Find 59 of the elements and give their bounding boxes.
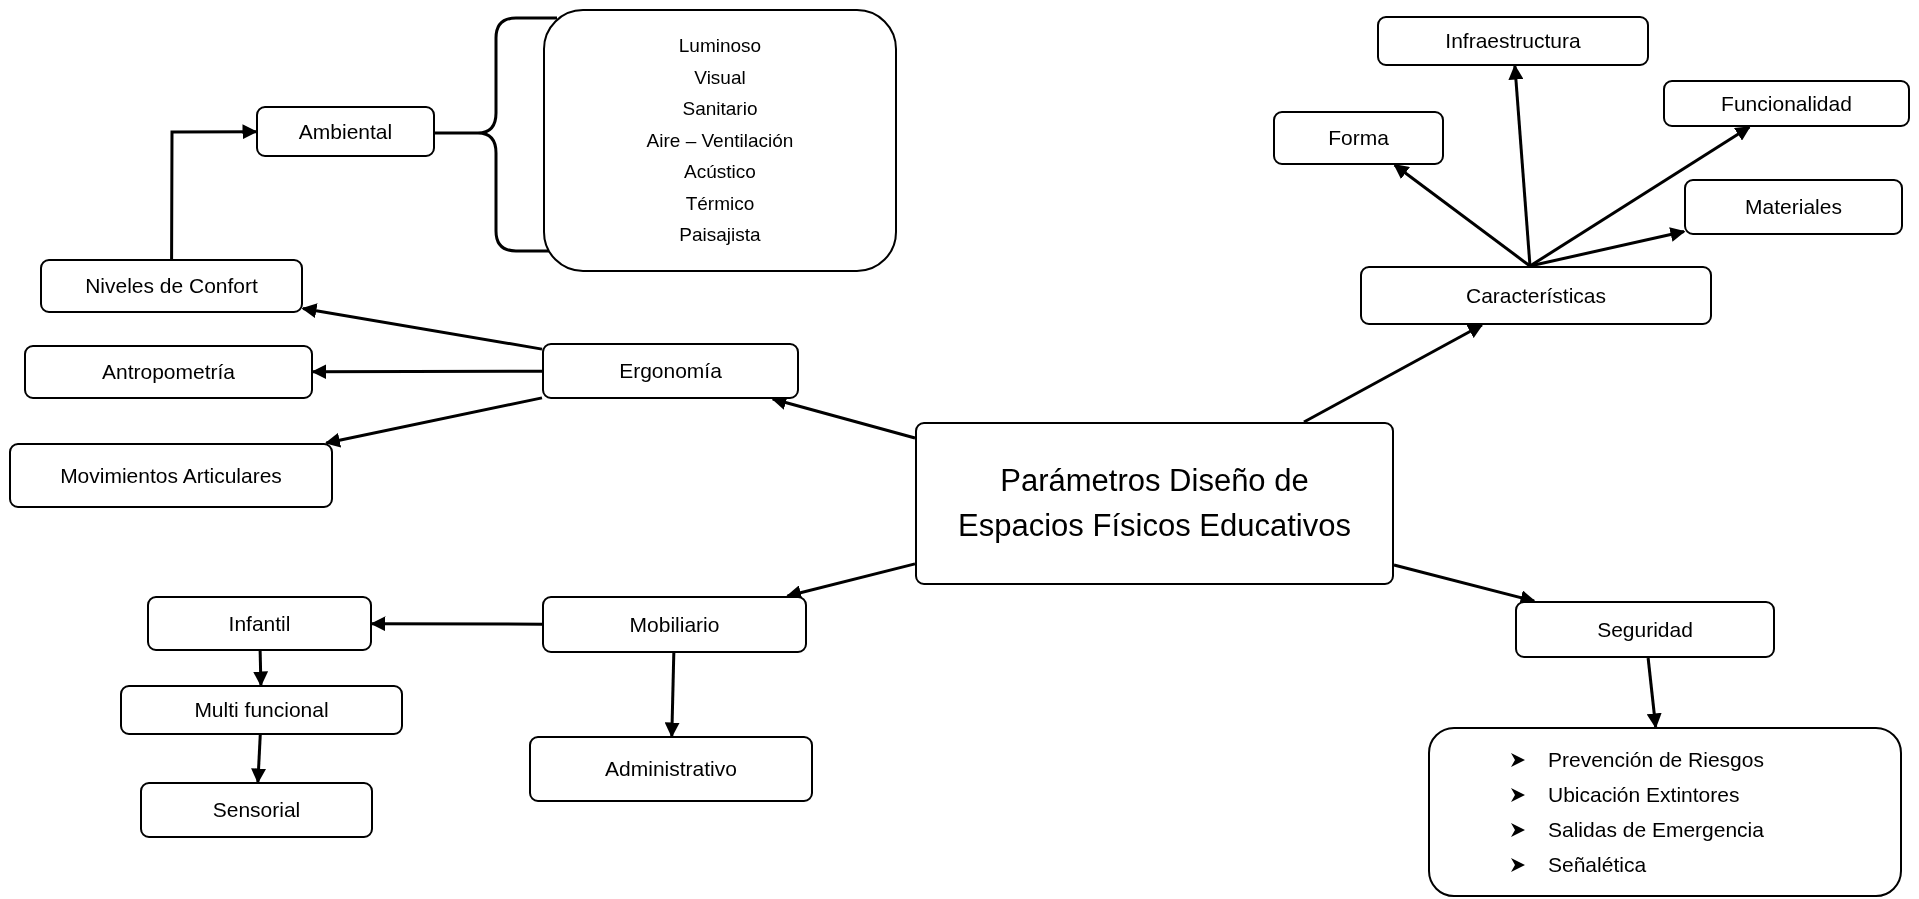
arrow	[664, 652, 680, 738]
list-box	[1428, 727, 1902, 897]
list-item: Visual	[694, 65, 746, 90]
concept-box	[1273, 111, 1444, 165]
list-box	[543, 9, 897, 272]
concept-box	[1663, 80, 1910, 127]
arrow	[370, 616, 542, 632]
list-item: Paisajista	[679, 223, 761, 248]
node-label: Funcionalidad	[1721, 90, 1852, 117]
arrow	[1393, 163, 1531, 268]
concept-box	[256, 106, 435, 157]
concept-box	[1515, 601, 1775, 658]
arrow	[1303, 323, 1484, 424]
list-item: Señalética	[1548, 852, 1647, 878]
arrow	[253, 650, 269, 687]
node-label: Materiales	[1745, 194, 1842, 220]
node-label: Administrativo	[605, 756, 737, 782]
node-label: Infraestructura	[1445, 28, 1581, 54]
concept-box	[1684, 179, 1903, 235]
concept-box	[542, 596, 807, 653]
topic-box	[915, 422, 1394, 585]
arrow	[170, 124, 258, 259]
list-item: Prevención de Riesgos	[1548, 747, 1764, 773]
concept-box	[1377, 16, 1649, 66]
node-label: Multi funcional	[194, 697, 329, 723]
node-label: Antropometría	[101, 359, 236, 385]
node-label: Infantil	[228, 610, 291, 637]
node-label: Parámetros Diseño de Espacios Físicos Educativos	[957, 461, 1352, 545]
arrow	[251, 734, 267, 784]
node-label: Forma	[1328, 125, 1389, 151]
concept-box	[9, 443, 333, 508]
concept-box	[1360, 266, 1712, 325]
list-item: Térmico	[685, 191, 755, 216]
concept-box	[529, 736, 813, 802]
concept-box	[140, 782, 373, 838]
concept-box	[120, 685, 403, 735]
arrow	[311, 364, 542, 380]
concept-box	[40, 259, 303, 313]
arrow	[301, 303, 543, 351]
list-item: Aire – Ventilación	[646, 128, 794, 153]
arrow	[1646, 657, 1662, 729]
concept-box	[542, 343, 799, 399]
concept-box	[24, 345, 313, 399]
node-label: Niveles de Confort	[85, 273, 258, 299]
arrow	[324, 396, 543, 448]
list-item: Sanitario	[682, 97, 758, 122]
node-label: Ergonomía	[619, 358, 722, 384]
node-label: Características	[1465, 282, 1606, 309]
node-label: Seguridad	[1597, 616, 1693, 643]
list-item: Salidas de Emergencia	[1548, 817, 1764, 843]
node-label: Movimientos Articulares	[60, 462, 282, 489]
node-label: Mobiliario	[629, 611, 720, 638]
arrow	[1508, 64, 1532, 267]
list-item: Ubicación Extintores	[1548, 782, 1740, 808]
list-item: Luminoso	[678, 34, 762, 59]
node-label: Sensorial	[212, 797, 301, 823]
node-label: Ambiental	[298, 118, 393, 145]
concept-box	[147, 596, 372, 651]
list-item: Acústico	[684, 160, 756, 185]
